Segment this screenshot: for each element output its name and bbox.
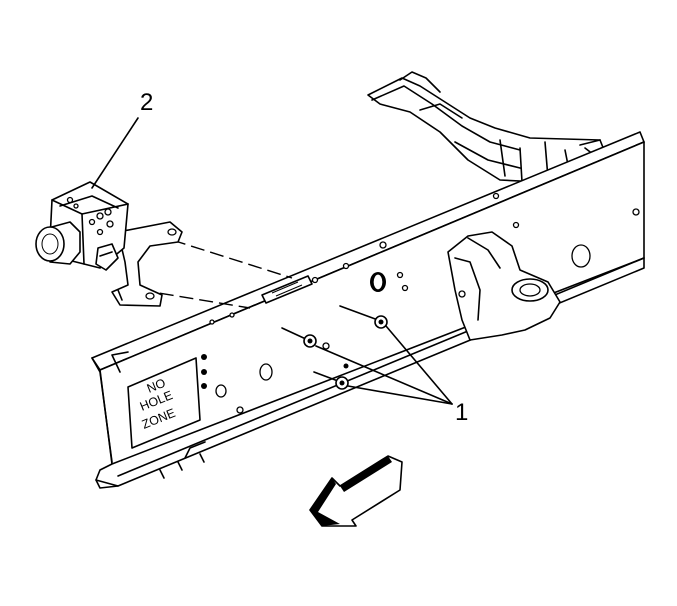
rail-holes xyxy=(201,192,640,414)
callout-module: 2 xyxy=(140,89,153,116)
spring-hanger xyxy=(447,231,561,341)
mounting-bolts xyxy=(281,305,388,390)
no-hole-zone-label: NO HOLE ZONE xyxy=(127,357,201,449)
callout-bolts: 1 xyxy=(455,399,468,426)
abs-module xyxy=(35,181,183,307)
crossmember xyxy=(367,71,607,183)
alignment-lines xyxy=(139,239,293,309)
zone-label-line1: NO xyxy=(145,376,168,396)
frame-rail xyxy=(91,131,645,489)
flange-decal xyxy=(261,275,313,304)
front-arrow-icon xyxy=(309,455,403,527)
leader-lines xyxy=(91,117,453,405)
